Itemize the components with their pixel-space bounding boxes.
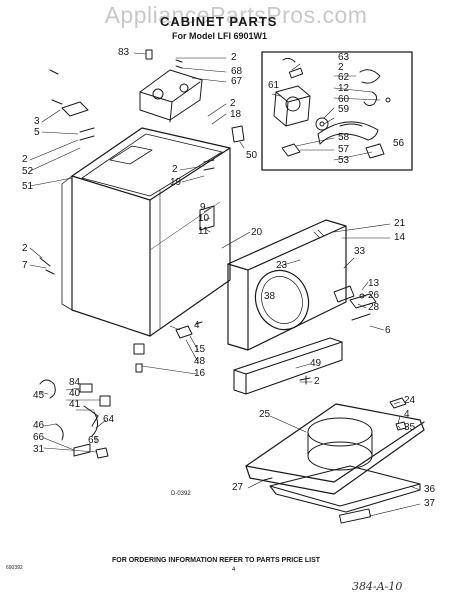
kick-panel-part xyxy=(233,337,343,395)
callout-label: 41 xyxy=(69,399,81,410)
callout-label: 2 xyxy=(338,62,344,73)
callout-label: 49 xyxy=(310,358,322,369)
callout-label: 65 xyxy=(88,435,100,446)
callout-label: 31 xyxy=(33,444,45,455)
callout-label: 28 xyxy=(368,302,380,313)
ordering-footer: FOR ORDERING INFORMATION REFER TO PARTS … xyxy=(112,557,321,564)
tub-ring-part xyxy=(307,417,373,471)
callout-label: 64 xyxy=(103,414,115,425)
callout-label: 62 xyxy=(338,72,350,83)
callout-label: 45 xyxy=(33,390,45,401)
callout-label: 19 xyxy=(170,177,182,188)
callout-label: 57 xyxy=(338,144,350,155)
diagram-code: D-0392 xyxy=(171,491,191,497)
callout-label: 4 xyxy=(194,320,200,331)
belt-part xyxy=(317,121,379,145)
callout-label: 83 xyxy=(118,47,130,58)
hardware-parts xyxy=(39,69,407,481)
page-number: 4 xyxy=(232,567,236,573)
callout-label: 7 xyxy=(22,260,28,271)
callout-label: 18 xyxy=(230,109,242,120)
callout-label: 68 xyxy=(231,66,243,77)
callout-label: 51 xyxy=(22,181,34,192)
callout-label: 38 xyxy=(264,291,276,302)
callout-label: 11 xyxy=(198,226,209,237)
callout-label: 52 xyxy=(22,166,34,177)
callout-label: 2 xyxy=(230,98,236,109)
callout-label: 61 xyxy=(268,80,280,91)
callout-label: 60 xyxy=(338,94,350,105)
callout-label: 53 xyxy=(338,155,350,166)
callout-label: 9 xyxy=(200,202,206,213)
watermark: AppliancePartsPros.com xyxy=(104,2,368,28)
motor-inset-frame xyxy=(261,51,413,171)
callout-label: 50 xyxy=(246,150,258,161)
callout-label: 2 xyxy=(172,164,178,175)
callout-label: 40 xyxy=(69,388,81,399)
foot-strip-part xyxy=(338,508,372,524)
bracket-parts xyxy=(61,101,245,231)
callout-label: 4 xyxy=(404,409,410,420)
callout-label: 12 xyxy=(338,83,350,94)
base-pan-part xyxy=(269,465,421,513)
callout-label: 2 xyxy=(231,52,237,63)
callout-label: 2 xyxy=(314,376,320,387)
callout-label: 16 xyxy=(194,368,206,379)
callout-label: 14 xyxy=(394,232,406,243)
callout-label: 25 xyxy=(259,409,271,420)
callout-label: 23 xyxy=(276,260,288,271)
callout-label: 56 xyxy=(393,138,405,149)
cabinet-body xyxy=(61,127,231,337)
callout-label: 37 xyxy=(424,498,436,509)
callout-label: 6 xyxy=(385,325,391,336)
pump-motor-part xyxy=(273,57,311,127)
callout-label: 20 xyxy=(251,227,263,238)
callout-label: 3 xyxy=(34,116,40,127)
document-number: 690392 xyxy=(6,565,23,571)
callout-label: 35 xyxy=(404,422,416,433)
callout-label: 15 xyxy=(194,344,206,355)
callout-label: 36 xyxy=(424,484,436,495)
callout-label: 67 xyxy=(231,76,243,87)
callout-leaders xyxy=(29,52,421,517)
callout-label: 33 xyxy=(354,246,366,257)
callout-label: 21 xyxy=(394,218,406,229)
callout-label: 59 xyxy=(338,104,350,115)
control-console-part xyxy=(139,49,203,123)
diagram-title: CABINET PARTS xyxy=(160,14,278,29)
handwritten-note: 384-A-10 xyxy=(352,580,403,593)
callout-label: 10 xyxy=(198,213,210,224)
wiring-parts xyxy=(39,379,111,459)
callout-label: 63 xyxy=(338,52,350,63)
callout-label: 26 xyxy=(368,290,380,301)
callout-label: 24 xyxy=(404,395,416,406)
callout-label: 5 xyxy=(34,127,40,138)
hose-clamp-part xyxy=(359,69,391,107)
callout-label: 2 xyxy=(22,154,28,165)
front-panel-part xyxy=(227,219,347,351)
callout-label: 13 xyxy=(368,278,380,289)
callout-label: 27 xyxy=(232,482,244,493)
callout-label: 66 xyxy=(33,432,45,443)
callout-label: 48 xyxy=(194,356,206,367)
base-plate-part xyxy=(245,403,425,495)
callout-label: 46 xyxy=(33,420,45,431)
callout-label: 2 xyxy=(22,243,28,254)
callout-label: 58 xyxy=(338,132,350,143)
model-subtitle: For Model LFI 6901W1 xyxy=(172,31,268,41)
callout-label: 84 xyxy=(69,377,81,388)
